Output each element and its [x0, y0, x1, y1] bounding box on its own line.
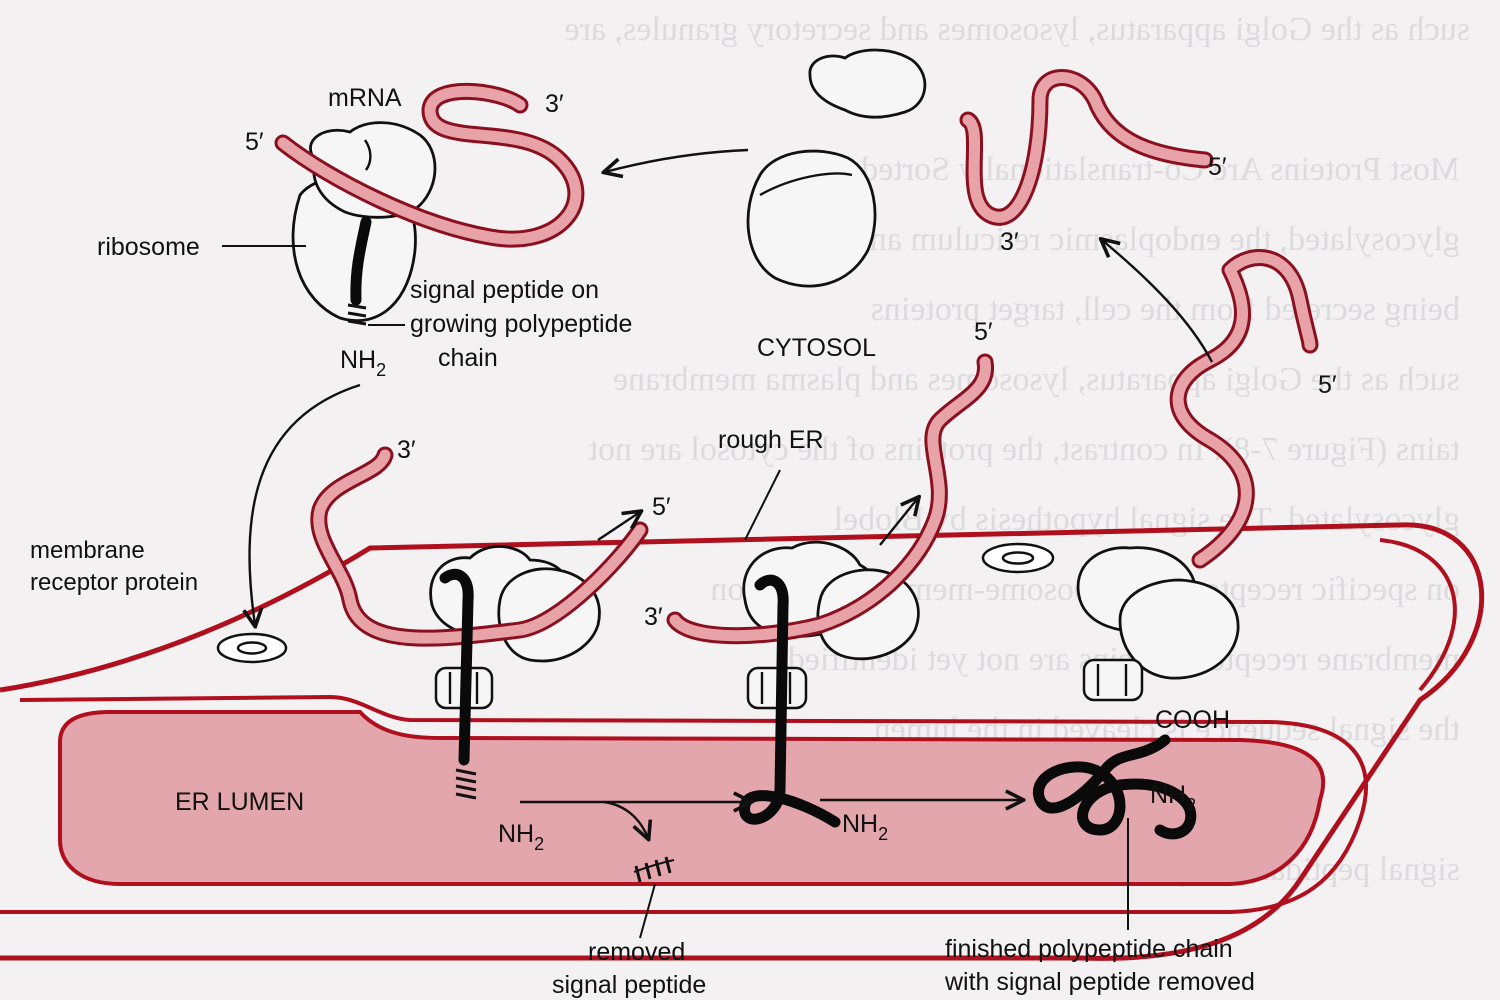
strand2-3prime-label: 3′ — [644, 603, 663, 631]
growing-chain-1 — [439, 568, 477, 800]
mrna-strand-2 — [666, 353, 994, 645]
svg-text:being secreted from the cell,: being secreted from the cell, target pro… — [871, 291, 1460, 328]
strand1-3prime-label: 3′ — [397, 436, 416, 464]
mrna-3prime-label: 3′ — [545, 90, 564, 118]
ribosome-label: ribosome — [97, 233, 200, 261]
nh2-label-3: NH2 — [1150, 781, 1196, 815]
mrna-label: mRNA — [328, 84, 402, 112]
finished-chain-label-1: finished polypeptide chain — [945, 935, 1233, 963]
signal-peptide-label-2: growing polypeptide — [410, 310, 632, 338]
strand3-5prime-label: 5′ — [1318, 371, 1337, 399]
svg-text:such as the Golgi apparatus, l: such as the Golgi apparatus, lysosomes a… — [613, 361, 1460, 398]
large-subunit-free — [746, 149, 877, 288]
nh2-label-top: NH2 — [340, 346, 386, 380]
er-outer-membrane — [0, 522, 1485, 961]
nascent-signal-peptide — [347, 216, 372, 326]
small-subunit-free — [808, 48, 927, 119]
signal-peptide-label-1: signal peptide on — [410, 276, 599, 304]
removed-signal-label-2: signal peptide — [552, 971, 706, 999]
receptor-protein-disc-2 — [981, 542, 1055, 574]
receptor-protein-disc — [216, 632, 288, 664]
svg-text:such as the Golgi apparatus, l: such as the Golgi apparatus, lysosomes a… — [565, 11, 1470, 48]
flow-arrows — [250, 148, 1214, 838]
svg-text:tains (Figure 7-8). In contras: tains (Figure 7-8). In contrast, the pro… — [588, 431, 1460, 468]
mrna-strand-top-left — [274, 82, 585, 248]
cytosol-label: CYTOSOL — [757, 334, 876, 362]
growing-chain-2 — [739, 574, 841, 828]
released-5prime-label: 5′ — [1208, 153, 1227, 181]
nh2-label-1: NH2 — [498, 820, 544, 854]
er-lumen-region — [58, 710, 1326, 886]
er-inner-membrane — [0, 694, 1368, 914]
removed-signal-fragment — [633, 856, 675, 883]
er-lumen-label: ER LUMEN — [175, 788, 304, 816]
leader-lines — [222, 245, 1129, 939]
membrane-receptor-label-2: receptor protein — [30, 569, 198, 596]
rough-er-label: rough ER — [718, 426, 824, 454]
svg-text:glycosylated, the endoplasmic: glycosylated, the endoplasmic reticulum … — [853, 221, 1460, 258]
mrna-strand-1 — [310, 446, 649, 647]
nh2-label-2: NH2 — [842, 810, 888, 844]
removed-signal-label-1: removed — [588, 938, 685, 966]
membrane-ribosome-3 — [1076, 546, 1240, 702]
strand2-5prime-label: 5′ — [974, 318, 993, 346]
mrna-5prime-label: 5′ — [245, 128, 264, 156]
finished-polypeptide — [1033, 734, 1197, 840]
finished-chain-label-2: with signal peptide removed — [944, 968, 1255, 996]
strand1-5prime-label: 5′ — [652, 493, 671, 521]
membrane-receptor-label-1: membrane — [30, 537, 145, 564]
mrna-strand-released — [959, 69, 1214, 226]
cooh-label: COOH — [1155, 706, 1230, 734]
rough-er — [0, 522, 1485, 961]
mrna-strand-3 — [1169, 249, 1319, 569]
released-3prime-label: 3′ — [1000, 228, 1019, 256]
signal-peptide-label-3: chain — [438, 344, 498, 372]
